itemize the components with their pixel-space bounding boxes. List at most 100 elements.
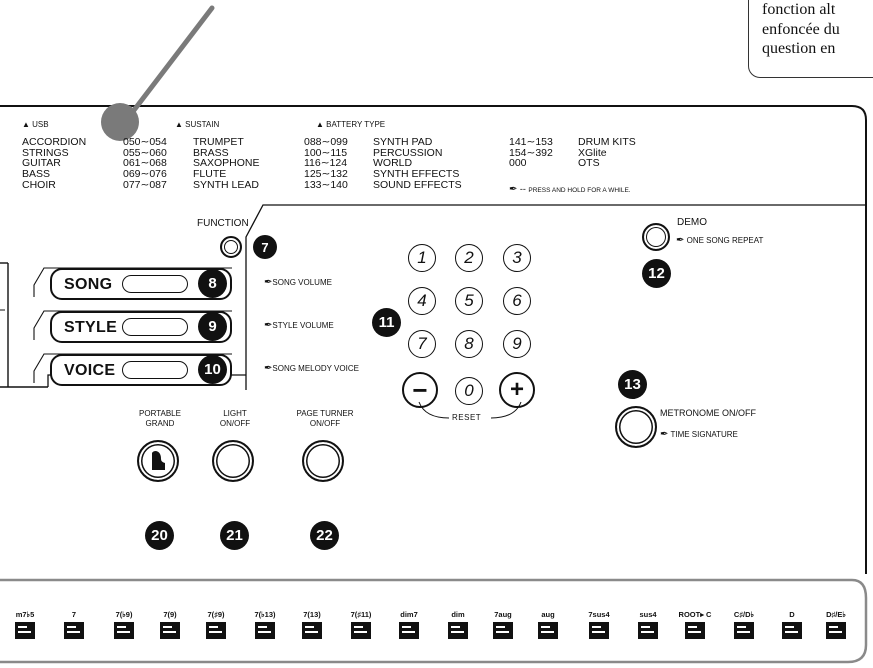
voice-name: DRUM KITS	[578, 136, 636, 148]
voice-range: 061∼068	[123, 157, 167, 170]
style-button-indicator	[122, 318, 188, 336]
hand-icon	[538, 622, 558, 639]
hand-icon	[493, 622, 513, 639]
voice-range: 116∼124	[304, 157, 348, 170]
hand-icon	[448, 622, 468, 639]
chord-key: D♯/E♭	[816, 610, 856, 644]
badge-20: 20	[145, 521, 174, 550]
voice-ranges-col-3: 141∼153 154∼392 000	[509, 137, 553, 169]
badge-8: 8	[198, 269, 227, 298]
voice-range: 077∼087	[123, 178, 167, 191]
hand-icon	[160, 622, 180, 639]
voice-name: BASS	[22, 168, 51, 181]
chord-label: aug	[541, 610, 555, 619]
time-signature-label: TIME SIGNATURE	[670, 430, 738, 439]
chord-label: 7(13)	[303, 610, 321, 619]
voice-range: 000	[509, 157, 527, 170]
grand-piano-icon	[152, 451, 165, 470]
chord-label: D	[789, 610, 795, 619]
hold-icon: ✒	[676, 235, 685, 246]
number-key-9[interactable]: 9	[503, 330, 531, 358]
hand-icon	[589, 622, 609, 639]
reset-bracket	[418, 401, 522, 419]
voice-ranges-col-1: 050∼054 055∼060 061∼068 069∼076 077∼087	[123, 137, 167, 191]
chord-key: ROOT▸ C	[675, 610, 715, 644]
hand-icon	[206, 622, 226, 639]
portable-grand-line-2: GRAND	[145, 419, 175, 428]
voice-range: 069∼076	[123, 168, 167, 181]
reset-label: RESET	[452, 413, 482, 422]
voice-range: 055∼060	[123, 146, 167, 159]
number-key-7[interactable]: 7	[408, 330, 436, 358]
number-key-1[interactable]: 1	[408, 244, 436, 272]
chord-key: 7aug	[483, 610, 523, 644]
style-volume-label: STYLE VOLUME	[272, 321, 334, 330]
chord-key: m7♭5	[5, 610, 45, 644]
callout-line-1: fonction alt	[762, 1, 836, 18]
page-turner-line-2: ON/OFF	[309, 419, 341, 428]
voice-name: BRASS	[193, 146, 229, 159]
voice-name: CHOIR	[22, 178, 56, 191]
badge-9: 9	[198, 312, 227, 341]
minus-key[interactable]: −	[402, 372, 438, 408]
badge-12: 12	[642, 259, 671, 288]
hand-icon	[302, 622, 322, 639]
hand-icon	[351, 622, 371, 639]
one-song-repeat-alt: ✒ ONE SONG REPEAT	[676, 236, 763, 246]
number-key-5[interactable]: 5	[455, 287, 483, 315]
chord-key: sus4	[628, 610, 668, 644]
chord-label: 7sus4	[588, 610, 610, 619]
badge-21: 21	[220, 521, 249, 550]
hold-icon: ✒	[264, 363, 273, 374]
callout-box	[748, 0, 873, 78]
metronome-button[interactable]	[615, 406, 657, 448]
badge-13: 13	[618, 370, 647, 399]
usb-indicator: ▲ USB	[22, 121, 49, 129]
callout-line-3: question en	[762, 40, 836, 57]
number-key-6[interactable]: 6	[503, 287, 531, 315]
number-key-8[interactable]: 8	[455, 330, 483, 358]
callout-pointer-dot	[101, 103, 139, 141]
chord-key: 7(13)	[292, 610, 332, 644]
portable-grand-label: PORTABLE GRAND	[120, 409, 200, 429]
portable-grand-line-1: PORTABLE	[139, 409, 181, 418]
number-key-4[interactable]: 4	[408, 287, 436, 315]
chord-label: ROOT▸ C	[678, 610, 712, 619]
song-volume-alt: ✒SONG VOLUME	[264, 278, 332, 288]
chord-key: D	[772, 610, 812, 644]
metronome-label: METRONOME ON/OFF	[660, 408, 756, 418]
demo-button[interactable]	[642, 223, 670, 251]
voice-range: 050∼054	[123, 136, 167, 148]
song-button[interactable]: SONG	[50, 268, 232, 300]
page-turner-button[interactable]	[302, 440, 344, 482]
page-turner-label: PAGE TURNER ON/OFF	[280, 409, 370, 429]
light-line-1: LIGHT	[223, 409, 247, 418]
light-button[interactable]	[212, 440, 254, 482]
chord-label: dim7	[400, 610, 418, 619]
voice-name: SAXOPHONE	[193, 157, 260, 170]
callout-text: fonction alt enfoncée du question en	[762, 0, 840, 59]
number-key-0[interactable]: 0	[455, 377, 483, 405]
voice-name: SYNTH LEAD	[193, 178, 259, 191]
voice-name: OTS	[578, 157, 600, 170]
hold-note-text: PRESS AND HOLD FOR A WHILE.	[528, 187, 631, 194]
triangle-icon: ▲	[22, 120, 30, 129]
sustain-label: SUSTAIN	[185, 120, 220, 129]
voice-name: ACCORDION	[22, 136, 87, 148]
time-signature-alt: ✒ TIME SIGNATURE	[660, 430, 738, 440]
function-button[interactable]	[220, 236, 242, 258]
voice-range: 088∼099	[304, 136, 348, 148]
voice-name: PERCUSSION	[373, 146, 443, 159]
voice-name: SOUND EFFECTS	[373, 178, 462, 191]
hand-icon	[64, 622, 84, 639]
light-label: LIGHT ON/OFF	[195, 409, 275, 429]
number-key-2[interactable]: 2	[455, 244, 483, 272]
hand-icon	[638, 622, 658, 639]
plus-key[interactable]: +	[499, 372, 535, 408]
voice-ranges-col-2: 088∼099 100∼115 116∼124 125∼132 133∼140	[304, 137, 348, 191]
chord-label: D♯/E♭	[826, 610, 846, 619]
chord-label: 7(9)	[163, 610, 177, 619]
chord-key: 7	[54, 610, 94, 644]
badge-22: 22	[310, 521, 339, 550]
number-key-3[interactable]: 3	[503, 244, 531, 272]
